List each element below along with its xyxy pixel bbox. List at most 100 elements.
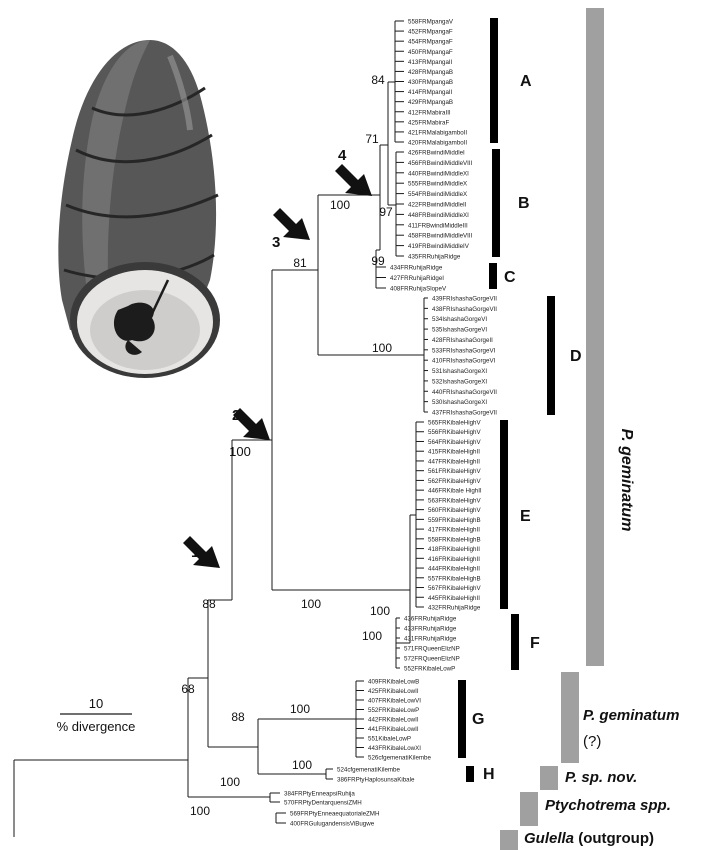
taxon-label-p-geminatum: P. geminatum — [618, 429, 635, 532]
taxon-bar — [586, 8, 604, 666]
leaf-label: 554FRBwindiMiddleX — [408, 191, 467, 198]
bootstrap-value: 100 — [330, 198, 350, 212]
leaf-label: 411FRBwindiMiddleIII — [408, 222, 468, 229]
leaf-label: 428FRMpangaB — [408, 69, 453, 76]
leaf-label: 533FRIshashaGorgeVI — [432, 347, 496, 354]
clade-letter: E — [520, 508, 531, 525]
clade-bar — [489, 263, 497, 289]
leaf-label: 530IshashaGorgeXI — [432, 399, 487, 406]
leaf-label: 448FRBwindiMiddleXI — [408, 212, 469, 219]
leaf-label: 555FRBwindiMiddleX — [408, 181, 467, 188]
bootstrap-value: 100 — [290, 702, 310, 716]
leaf-label: 551KibaleLowP — [368, 736, 411, 743]
bootstrap-value: 88 — [231, 710, 245, 724]
leaf-label: 563FRKibaleHighV — [428, 497, 481, 504]
leaf-label: 437FRIshashaGorgeVII — [432, 410, 497, 417]
leaf-label: 560FRKibaleHighV — [428, 507, 481, 514]
scale-unit: % divergence — [57, 719, 136, 734]
bootstrap-value: 68 — [181, 682, 195, 696]
leaf-label: 558FRMpangaV — [408, 19, 454, 26]
leaf-label: 416FRKibaleHighII — [428, 556, 480, 563]
node-number: 1 — [191, 544, 199, 561]
leaf-label: 446FRKibale HighII — [428, 488, 482, 495]
bootstrap-value: 81 — [293, 256, 307, 270]
leaf-label: 419FRBwindiMiddleIV — [408, 243, 470, 250]
leaf-label: 456FRBwindiMiddleVIII — [408, 160, 473, 167]
leaf-label: 412FRMabiraIII — [408, 109, 451, 116]
bootstrap-value: 100 — [292, 758, 312, 772]
leaf-label: 429FRMpangaB — [408, 99, 453, 106]
leaf-label: 427FRRuhijaRidgeI — [390, 275, 444, 282]
leaf-label: 430FRMpangaB — [408, 79, 453, 86]
leaf-label: 526cfgemenatiKilembe — [368, 755, 432, 762]
leaf-label: 445FRKibaleHighII — [428, 595, 480, 602]
taxon-bar — [520, 792, 538, 826]
leaf-label: 443FRKibaleLowXI — [368, 745, 421, 752]
clade-letter: G — [472, 711, 484, 728]
snail-shell-photo — [58, 40, 220, 378]
bootstrap-value: 100 — [190, 804, 210, 818]
taxon-label-question: (?) — [583, 733, 601, 750]
leaf-label: 417FRKibaleHighII — [428, 527, 480, 534]
clade-bar — [500, 420, 508, 609]
leaf-label: 558FRKibaleHighB — [428, 536, 481, 543]
clade-bar — [458, 680, 466, 758]
leaf-label: 450FRMpangaF — [408, 49, 453, 56]
clade-letter: C — [504, 269, 516, 286]
bootstrap-value: 88 — [202, 597, 216, 611]
leaf-label: 452FRMpangaF — [408, 29, 453, 36]
bootstrap-value: 100 — [362, 629, 382, 643]
leaf-label: 418FRKibaleHighII — [428, 546, 480, 553]
leaf-label: 557FRKibaleHighB — [428, 575, 481, 582]
leaf-label: 420FRMalabigamboII — [408, 140, 467, 147]
leaf-label: 561FRKibaleHighV — [428, 468, 481, 475]
clade-letter: H — [483, 766, 495, 783]
leaf-label: 552FRKibaleLowP — [404, 666, 455, 673]
taxon-label-ptychotrema: Ptychotrema spp. — [545, 797, 671, 814]
leaf-label: 434FRRuhijaRidge — [390, 265, 443, 272]
leaf-label: 386FRPtyHaplosunsaKibale — [337, 777, 415, 784]
leaf-label: 524cfgemenatiKilembe — [337, 767, 401, 774]
leaf-label: 572FRQueenElizNP — [404, 656, 460, 663]
leaf-label: 531IshashaGorgeXI — [432, 368, 487, 375]
clade-bar — [547, 296, 555, 415]
scale-value: 10 — [89, 696, 103, 711]
clade-letter: F — [530, 635, 540, 652]
taxon-label-p-geminatum-uncertain: P. geminatum — [583, 707, 679, 724]
leaf-label: 428FRIshashaGorgeII — [432, 337, 493, 344]
clade-bar — [490, 18, 498, 143]
bootstrap-value: 100 — [370, 604, 390, 618]
bootstrap-value: 100 — [229, 444, 251, 459]
clade-letter: D — [570, 348, 582, 365]
node-arrow — [183, 536, 220, 568]
leaf-label: 384FRPtyEnneapsiRuhija — [284, 791, 355, 798]
leaf-label: 440FRIshashaGorgeVII — [432, 389, 497, 396]
bootstrap-value: 100 — [372, 341, 392, 355]
leaf-label: 410FRIshashaGorgeVI — [432, 358, 496, 365]
leaf-label: 409FRKibaleLowB — [368, 679, 419, 686]
node-number: 4 — [338, 147, 347, 164]
leaf-label: 441FRKibaleLowII — [368, 726, 419, 733]
leaf-label: 433FRRuhijaRidge — [404, 626, 457, 633]
leaf-label: 567FRKibaleHighV — [428, 585, 481, 592]
leaf-label: 534IshashaGorgeVI — [432, 316, 487, 323]
bootstrap-value: 97 — [379, 205, 393, 219]
leaf-label: 442FRKibaleLowII — [368, 717, 419, 724]
leaf-label: 400FRGulugandensisViBugwe — [290, 821, 375, 828]
leaf-label: 571FRQueenElizNP — [404, 646, 460, 653]
clade-bar — [466, 766, 474, 782]
clade-bar — [492, 149, 500, 257]
leaf-label: 414FRMpangaII — [408, 89, 453, 96]
leaf-label: 432FRRuhijaRidge — [428, 605, 481, 612]
leaf-label: 440FRBwindiMiddleXI — [408, 170, 469, 177]
leaf-label: 570FRPtyDentarquensiZMH — [284, 800, 362, 807]
leaf-label: 431FRRuhijaRidge — [404, 636, 457, 643]
leaf-label: 569FRPtyEnneaequatorialeZMH — [290, 811, 379, 818]
bootstrap-value: 100 — [220, 775, 240, 789]
leaf-label: 458FRBwindiMiddleVIII — [408, 233, 473, 240]
leaf-label: 435FRRuhijaRidge — [408, 254, 461, 261]
leaf-label: 552FRKibaleLowP — [368, 707, 419, 714]
node-arrow — [335, 164, 372, 196]
leaf-label: 447FRKibaleHighII — [428, 458, 480, 465]
